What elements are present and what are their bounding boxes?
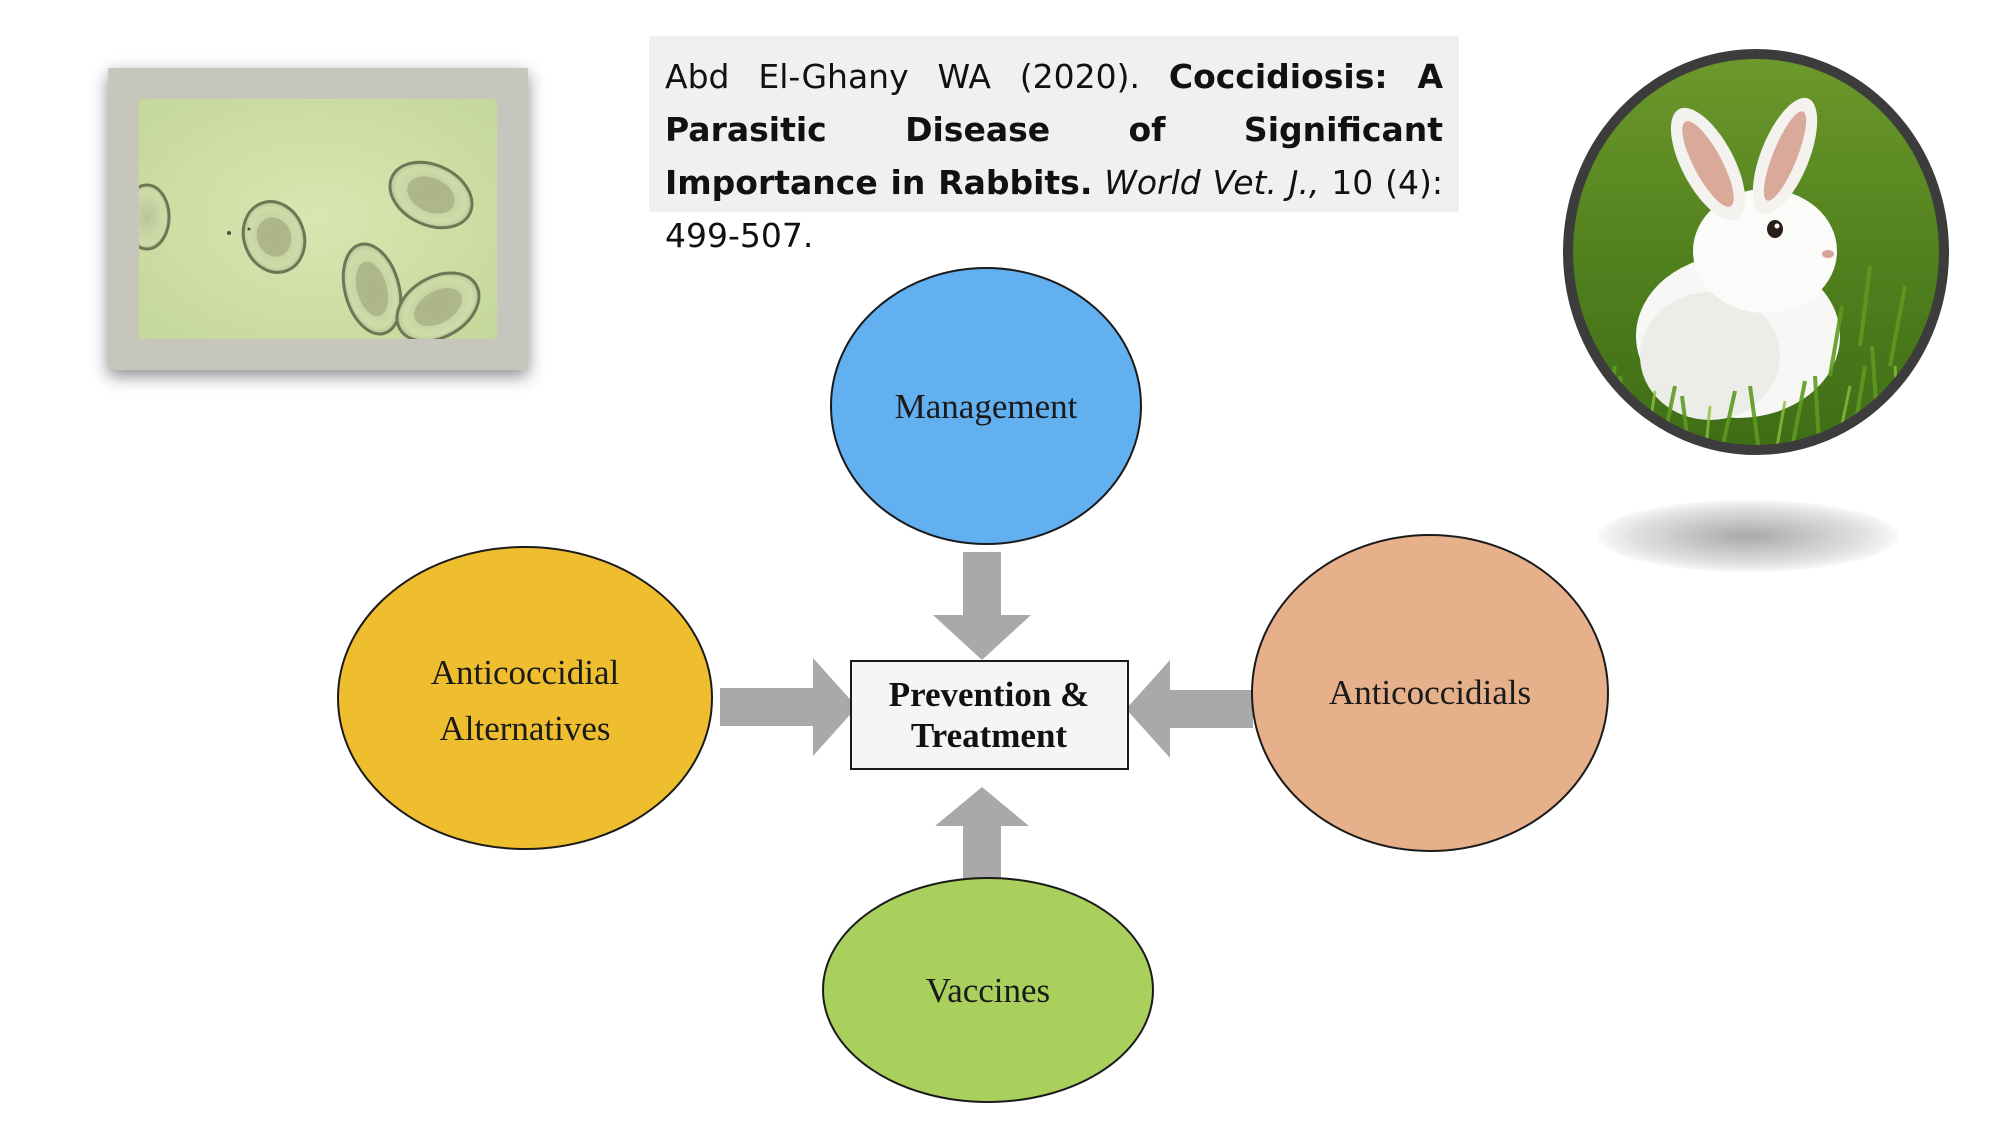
citation-journal: World Vet. J., — [1104, 163, 1320, 202]
anticoccidial-alternatives-label-line1: Anticoccidial — [431, 653, 620, 692]
vaccines-node — [822, 877, 1154, 1103]
arrow-from-anticoccidial-alternatives — [720, 658, 857, 756]
anticoccidials-label: Anticoccidials — [1329, 673, 1531, 712]
rabbit-photo-shadow — [1598, 500, 1898, 572]
rabbit-photo — [1560, 46, 1952, 458]
center-label-line1: Prevention & — [889, 675, 1090, 714]
arrow-from-vaccines — [935, 787, 1029, 885]
micrograph-frame — [108, 68, 528, 370]
anticoccidial-alternatives-node — [337, 546, 713, 850]
arrow-from-anticoccidials — [1126, 660, 1253, 758]
arrows — [720, 552, 1253, 885]
arrow-from-management — [933, 552, 1031, 660]
citation-box: Abd El-Ghany WA (2020). Coccidiosis: A P… — [649, 36, 1459, 255]
vaccines-label: Vaccines — [926, 971, 1050, 1010]
oocyst-micrograph-image — [139, 99, 497, 339]
citation-authors: Abd El-Ghany WA (2020). — [665, 57, 1140, 96]
anticoccidials-node — [1251, 534, 1609, 852]
citation-title: Coccidiosis: A Parasitic Disease of Sign… — [665, 57, 1443, 202]
management-node — [830, 267, 1142, 545]
citation-volume-pages: 10 (4): 499-507. — [665, 163, 1443, 255]
prevention-treatment-box — [850, 660, 1129, 770]
management-label: Management — [895, 387, 1078, 426]
anticoccidial-alternatives-label-line2: Alternatives — [439, 709, 610, 748]
center-label-line2: Treatment — [911, 716, 1067, 755]
